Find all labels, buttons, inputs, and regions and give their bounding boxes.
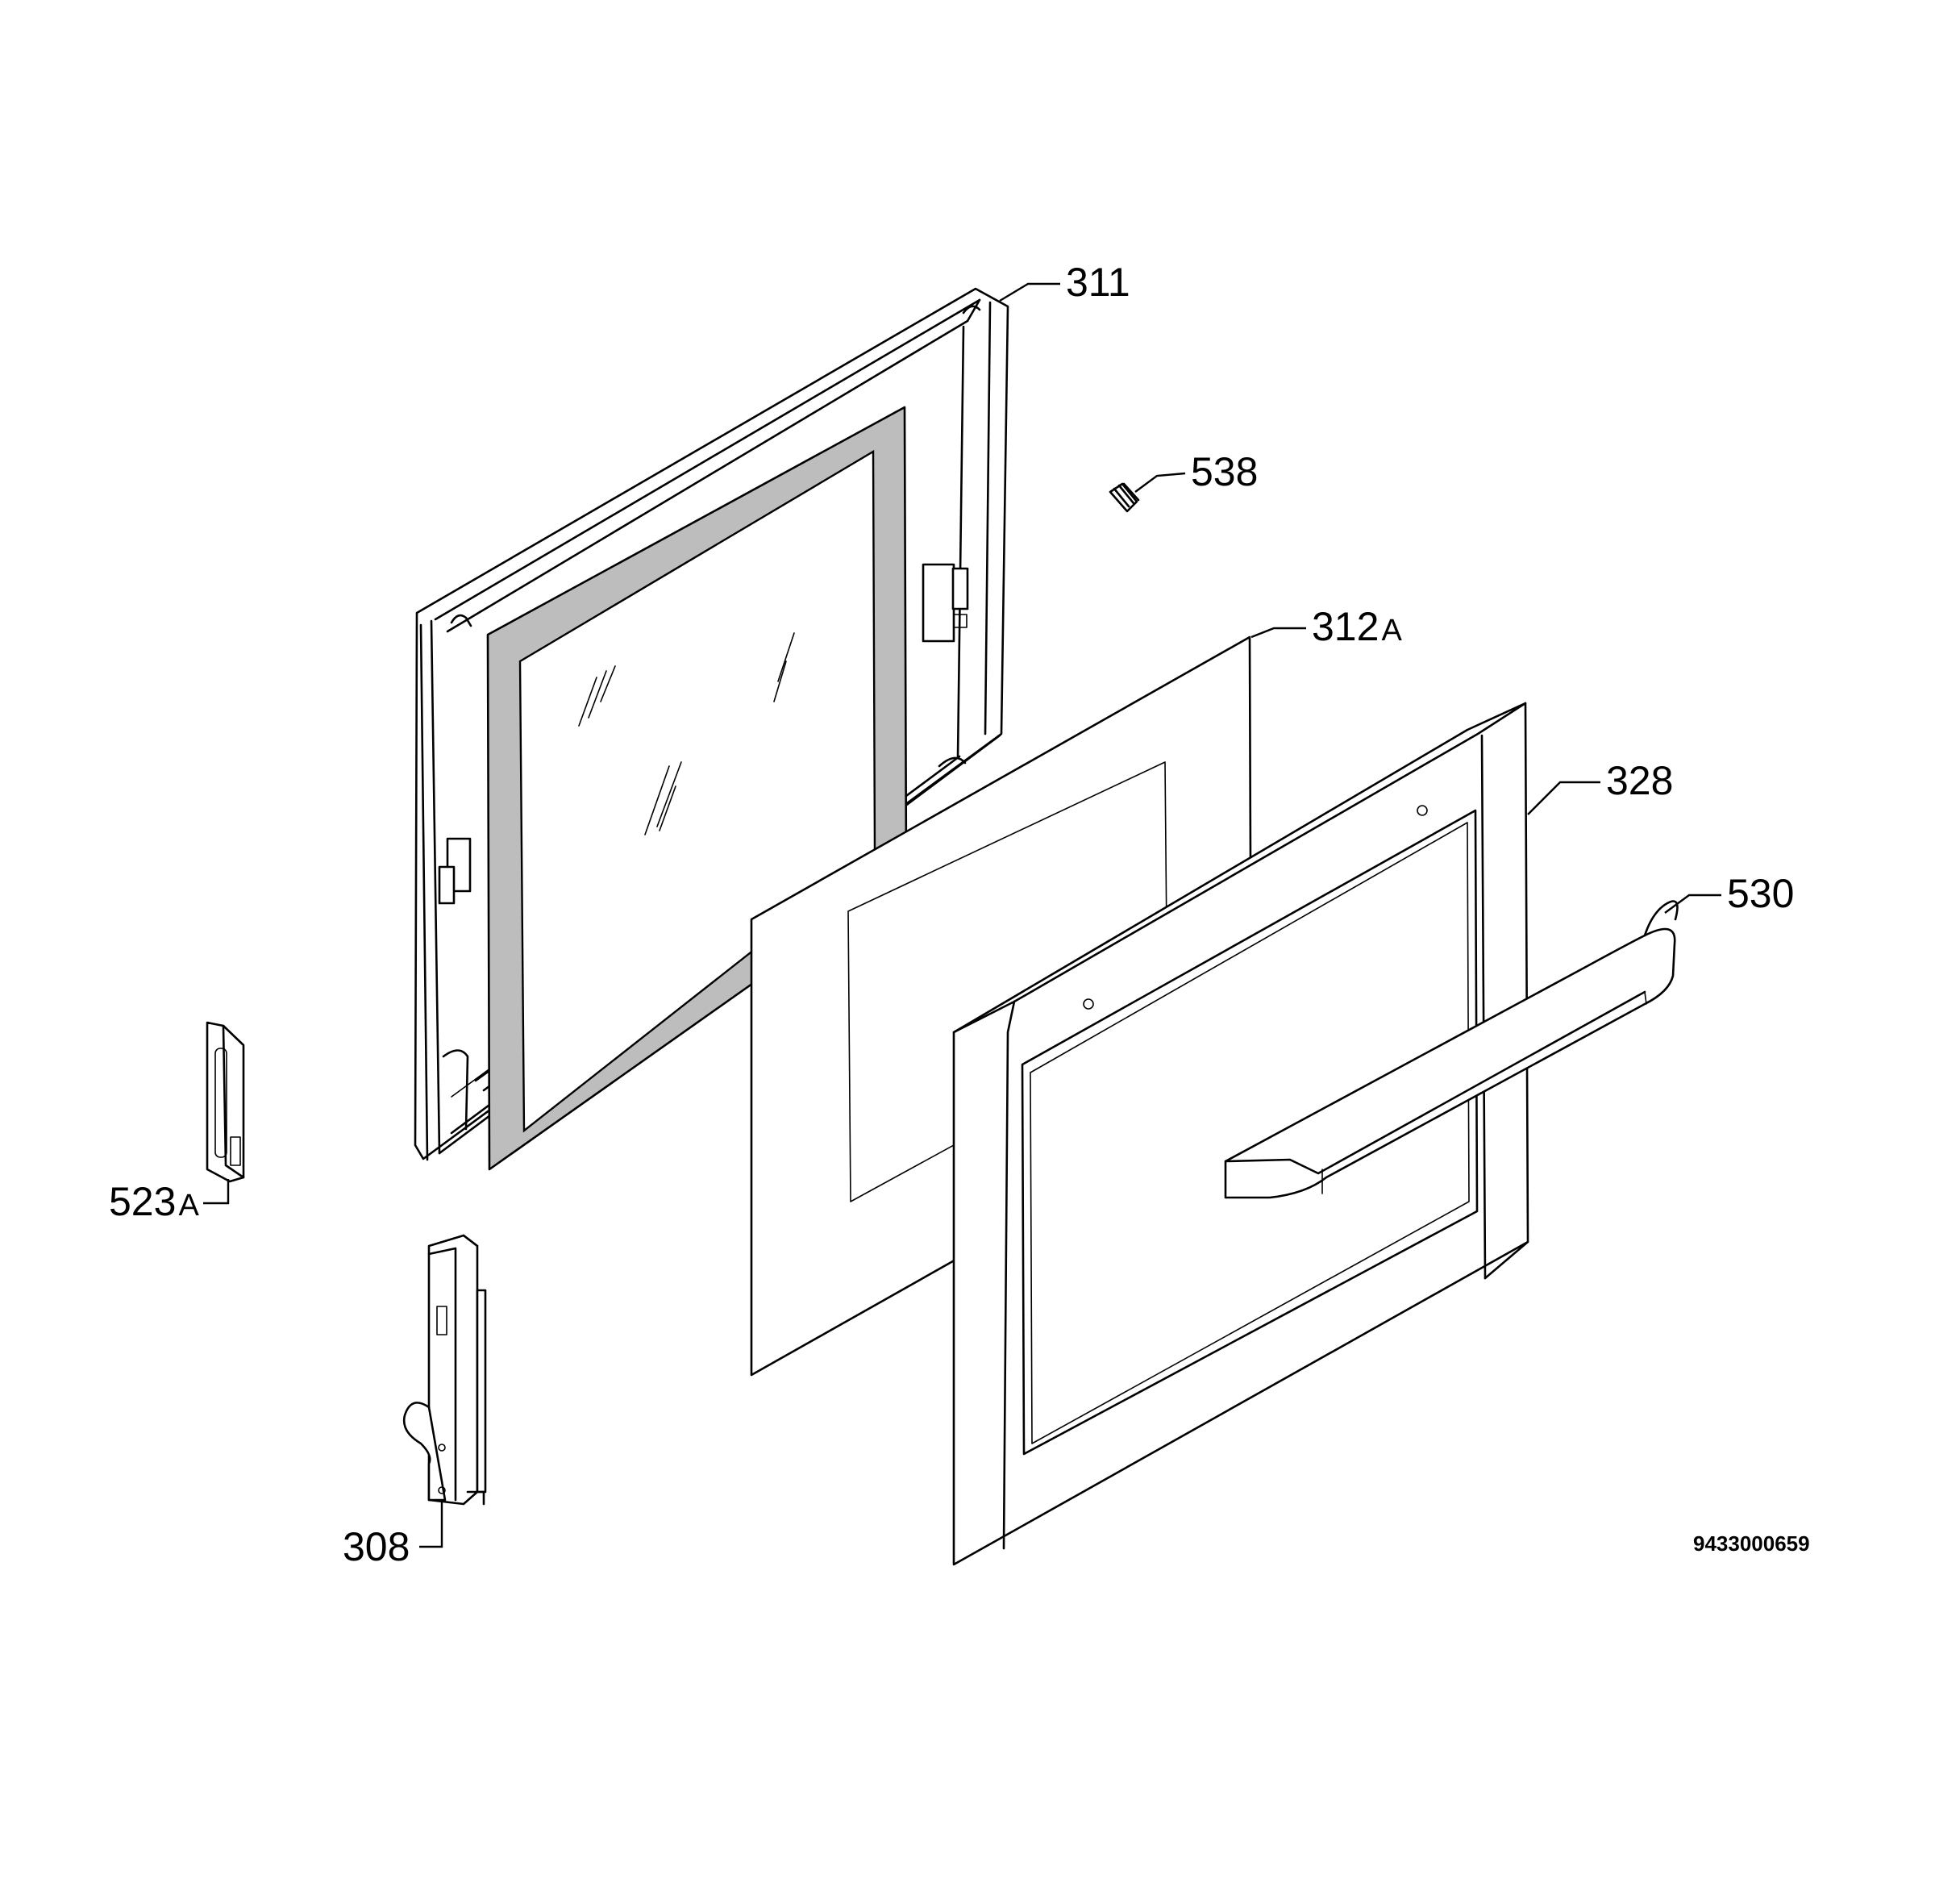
- label-530: 530: [1727, 871, 1794, 916]
- label-311: 311: [1066, 260, 1130, 305]
- part-labels: 311 538 312A 328 530 523A 308 9433000659: [109, 260, 1810, 1569]
- hinge-308: [402, 1234, 487, 1506]
- leader-538: [1134, 472, 1186, 493]
- leader-328: [1527, 781, 1600, 815]
- label-312a: 312A: [1312, 604, 1402, 649]
- bracket-523a: [206, 1021, 245, 1183]
- label-523a: 523A: [109, 1179, 199, 1224]
- diagram-code: 9433000659: [1693, 1531, 1810, 1556]
- leader-530: [1664, 894, 1721, 914]
- inner-door-frame-311: [414, 287, 1009, 1171]
- label-328: 328: [1606, 758, 1673, 803]
- outer-door-front-328: [952, 702, 1529, 1566]
- leader-308: [419, 1502, 443, 1548]
- leader-lines: [203, 282, 1721, 1548]
- leader-312a: [1250, 627, 1306, 639]
- leader-311: [999, 282, 1060, 302]
- screw-538: [1109, 482, 1140, 513]
- leader-523a: [203, 1179, 230, 1205]
- handle-530: [1224, 900, 1679, 1199]
- label-308: 308: [343, 1524, 410, 1569]
- label-538: 538: [1191, 449, 1258, 494]
